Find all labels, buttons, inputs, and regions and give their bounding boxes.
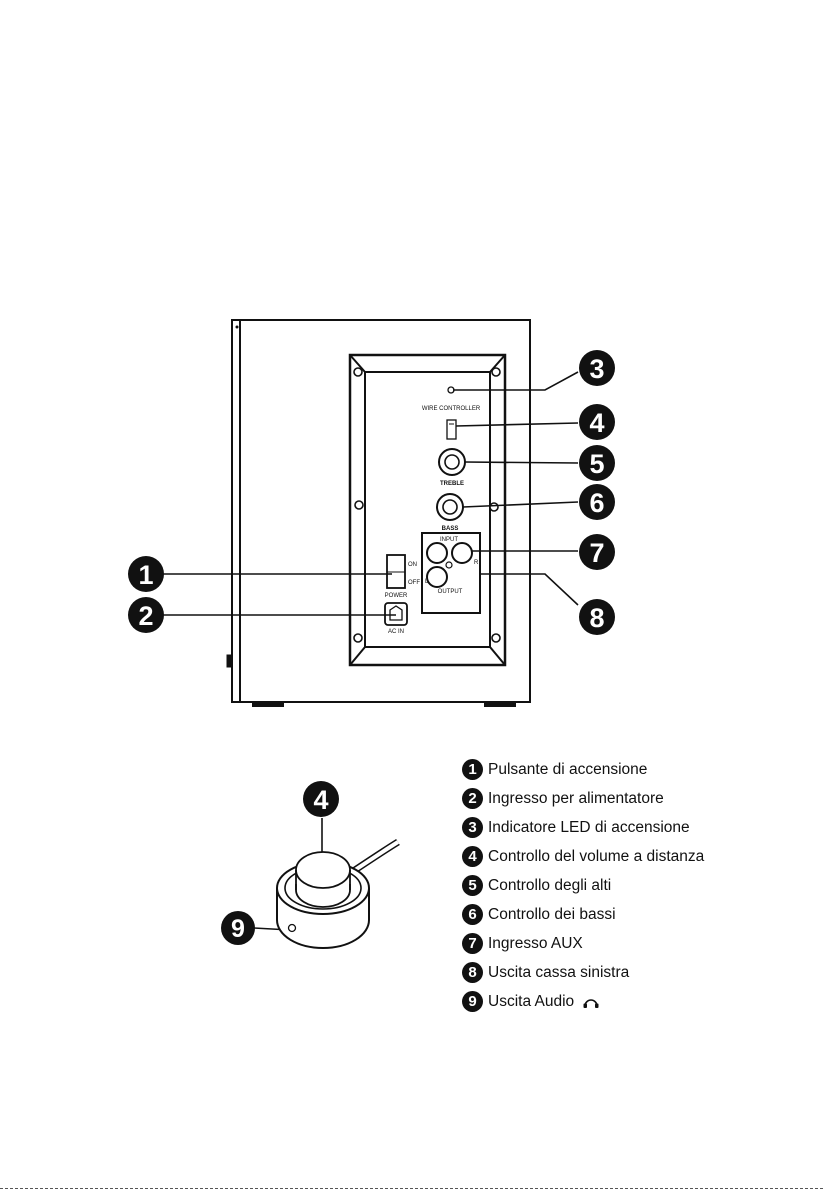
wire-controller-label: WIRE CONTROLLER <box>422 406 481 412</box>
svg-text:5: 5 <box>589 449 604 479</box>
legend-number-badge: 1 <box>462 759 483 780</box>
legend-number-badge: 5 <box>462 875 483 896</box>
power-switch[interactable] <box>386 554 406 589</box>
callout-4-remote: 4 <box>303 781 339 817</box>
legend-text: Controllo degli alti <box>488 876 612 894</box>
callout-3: 3 <box>579 350 615 386</box>
legend-item: 6 Controllo dei bassi <box>462 900 802 929</box>
legend-number-badge: 9 <box>462 991 483 1012</box>
legend-number-badge: 6 <box>462 904 483 925</box>
svg-text:6: 6 <box>589 488 604 518</box>
ac-in-label: AC IN <box>388 629 404 635</box>
legend-item: 4 Controllo del volume a distanza <box>462 842 802 871</box>
legend-number-badge: 3 <box>462 817 483 838</box>
callout-2: 2 <box>128 597 164 633</box>
legend-text: Controllo del volume a distanza <box>488 847 705 865</box>
leader-lines <box>160 371 579 931</box>
wire-controller-port[interactable] <box>446 419 457 440</box>
callout-6: 6 <box>579 484 615 520</box>
legend-number-badge: 2 <box>462 788 483 809</box>
legend-text: Uscita Audio <box>488 992 575 1010</box>
legend-text: Uscita cassa sinistra <box>488 963 630 981</box>
off-label: OFF <box>408 580 420 586</box>
aux-input-right-jack[interactable] <box>451 542 473 564</box>
on-label: ON <box>408 562 417 568</box>
ac-in-socket[interactable] <box>384 602 408 626</box>
callout-8: 8 <box>579 599 615 635</box>
callout-5: 5 <box>579 445 615 481</box>
legend-number-badge: 8 <box>462 962 483 983</box>
r-label: R <box>474 560 479 566</box>
legend-text: Ingresso AUX <box>488 934 583 952</box>
l-label: L <box>425 579 429 585</box>
treble-label: TREBLE <box>440 481 464 487</box>
legend-list: 1 Pulsante di accensione 2 Ingresso per al… <box>462 755 802 1016</box>
legend-text: Indicatore LED di accensione <box>488 818 690 836</box>
svg-text:1: 1 <box>138 560 153 590</box>
bass-label: BASS <box>442 526 459 532</box>
svg-text:8: 8 <box>589 603 604 633</box>
output-label: OUTPUT <box>438 589 463 595</box>
jack-panel: INPUT R L OUTPUT <box>421 532 481 614</box>
callout-9: 9 <box>221 911 255 945</box>
legend-text: Controllo dei bassi <box>488 905 616 923</box>
page-bottom-rule <box>0 1188 823 1189</box>
back-panel <box>348 353 507 667</box>
aux-input-left-jack[interactable] <box>426 542 448 564</box>
headphones-icon <box>583 998 599 1008</box>
svg-text:9: 9 <box>231 915 245 943</box>
legend-text: Pulsante di accensione <box>488 760 648 778</box>
legend-item: 5 Controllo degli alti <box>462 871 802 900</box>
legend-item: 8 Uscita cassa sinistra <box>462 958 802 987</box>
panel-screws <box>353 367 501 643</box>
treble-knob[interactable] <box>438 448 466 476</box>
left-speaker-output-jack[interactable] <box>426 566 448 588</box>
svg-text:7: 7 <box>589 538 604 568</box>
legend-number-badge: 4 <box>462 846 483 867</box>
power-label: POWER <box>385 593 408 599</box>
svg-text:4: 4 <box>313 785 328 815</box>
headphone-output-jack[interactable] <box>287 923 297 933</box>
input-label: INPUT <box>440 537 458 543</box>
legend-item: 1 Pulsante di accensione <box>462 755 802 784</box>
legend-item: 9 Uscita Audio <box>462 987 802 1016</box>
svg-text:2: 2 <box>138 601 153 631</box>
svg-text:3: 3 <box>589 354 604 384</box>
legend-number-badge: 7 <box>462 933 483 954</box>
callout-7: 7 <box>579 534 615 570</box>
callout-1: 1 <box>128 556 164 592</box>
legend-item: 3 Indicatore LED di accensione <box>462 813 802 842</box>
remote-volume-control[interactable] <box>276 839 400 949</box>
legend-item: 2 Ingresso per alimentatore <box>462 784 802 813</box>
callout-4: 4 <box>579 404 615 440</box>
svg-text:4: 4 <box>589 408 604 438</box>
bass-knob[interactable] <box>436 493 464 521</box>
legend-item: 7 Ingresso AUX <box>462 929 802 958</box>
legend-text: Ingresso per alimentatore <box>488 789 664 807</box>
